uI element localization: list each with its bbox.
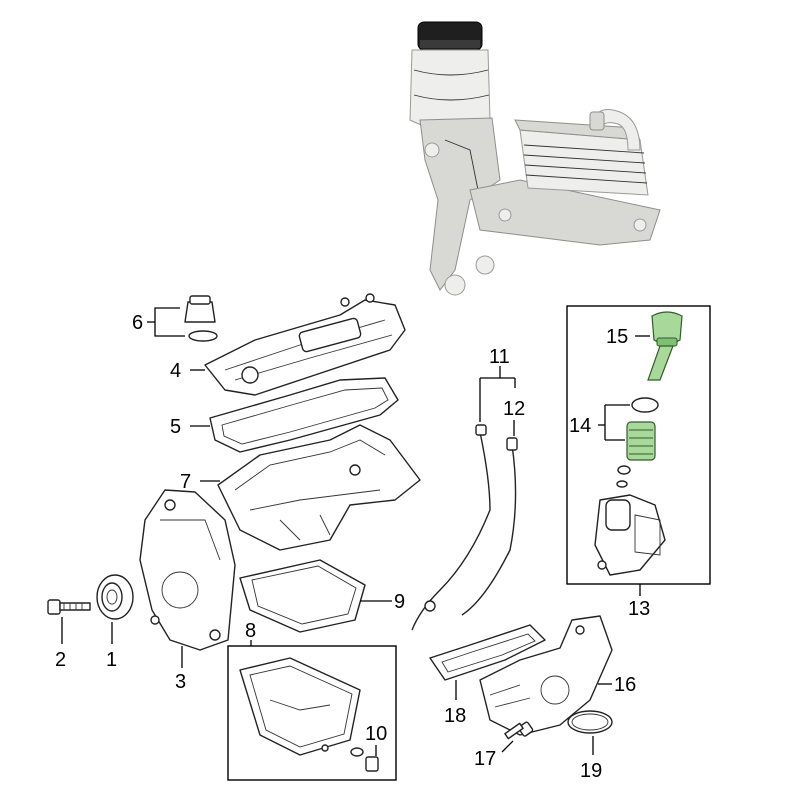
- callout-17: 17: [474, 748, 496, 770]
- part-1-crankshaft-pulley: [96, 574, 134, 620]
- callout-19: 19: [580, 760, 602, 782]
- part-17-bolt: [504, 721, 534, 740]
- part-6-oil-filler-cap: [184, 295, 218, 342]
- part-15-filter-cap: [647, 311, 683, 381]
- part-13-housing-small: [594, 494, 666, 576]
- callout-5: 5: [170, 416, 181, 438]
- part-10-drain-plug: [350, 747, 379, 772]
- callout-16: 16: [614, 674, 636, 696]
- callout-11: 11: [489, 346, 510, 368]
- part-3-timing-cover: [139, 489, 236, 651]
- callout-18: 18: [444, 705, 466, 727]
- part-18-gasket: [429, 624, 546, 681]
- callout-labels: 6 4 5 7 9 11 12 15 14 13 16 17 18 19 1 2…: [55, 312, 650, 782]
- oil-filter-housing-photo: [409, 21, 661, 296]
- part-19-o-ring: [567, 710, 613, 734]
- part-2-pulley-bolt: [47, 599, 91, 615]
- callout-4: 4: [170, 360, 181, 382]
- part-9-oil-pan-gasket: [239, 559, 366, 633]
- callout-3: 3: [175, 671, 186, 693]
- kit-13-box: [566, 305, 711, 585]
- callout-1: 1: [106, 649, 117, 671]
- part-14-filter-element-and-seals: [616, 397, 659, 488]
- callout-7: 7: [180, 471, 191, 493]
- part-7-upper-oil-pan: [217, 424, 421, 551]
- part-4-valve-cover: [204, 293, 406, 396]
- kit-8-box: [227, 645, 397, 781]
- callout-6: 6: [132, 312, 143, 334]
- callout-10: 10: [365, 723, 387, 745]
- part-5-valve-cover-gasket: [209, 377, 399, 453]
- callout-8: 8: [245, 620, 256, 642]
- part-8-lower-oil-pan: [239, 657, 361, 756]
- callout-12: 12: [503, 398, 525, 420]
- callout-13: 13: [628, 598, 650, 620]
- callout-9: 9: [394, 591, 405, 613]
- callout-14: 14: [569, 415, 591, 437]
- callout-15: 15: [606, 326, 628, 348]
- part-11-12-dipstick: [411, 424, 518, 631]
- callout-2: 2: [55, 649, 66, 671]
- leader-lines: [61, 307, 650, 756]
